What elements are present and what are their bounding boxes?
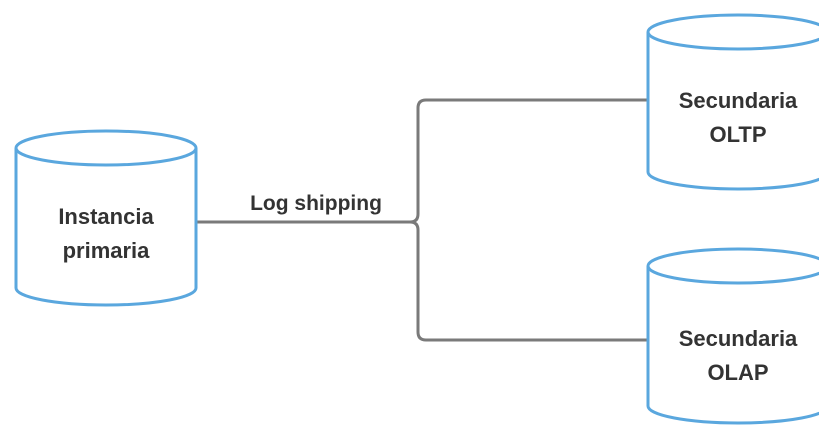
log-shipping-label: Log shipping — [250, 192, 382, 215]
oltp-label-line2: OLTP — [709, 122, 766, 147]
primary-cylinder-top — [14, 147, 198, 167]
secondary-olap-cylinder: Secundaria OLAP — [646, 247, 819, 425]
oltp-label-line1: Secundaria — [679, 88, 798, 113]
olap-cylinder-body — [646, 247, 819, 425]
branch-to-olap-line — [409, 220, 648, 342]
olap-label-line2: OLAP — [707, 360, 768, 385]
olap-label-line1: Secundaria — [679, 326, 798, 351]
primary-label-line1: Instancia — [58, 204, 154, 229]
secondary-oltp-cylinder: Secundaria OLTP — [646, 13, 819, 191]
oltp-cylinder-body — [646, 13, 819, 191]
connector-lines — [196, 98, 648, 342]
primary-label-line2: primaria — [63, 238, 151, 263]
primary-instance-cylinder: Instancia primaria — [14, 129, 198, 307]
oltp-cylinder-top — [646, 31, 819, 51]
olap-cylinder-top — [646, 265, 819, 285]
primary-cylinder-body — [14, 129, 198, 307]
